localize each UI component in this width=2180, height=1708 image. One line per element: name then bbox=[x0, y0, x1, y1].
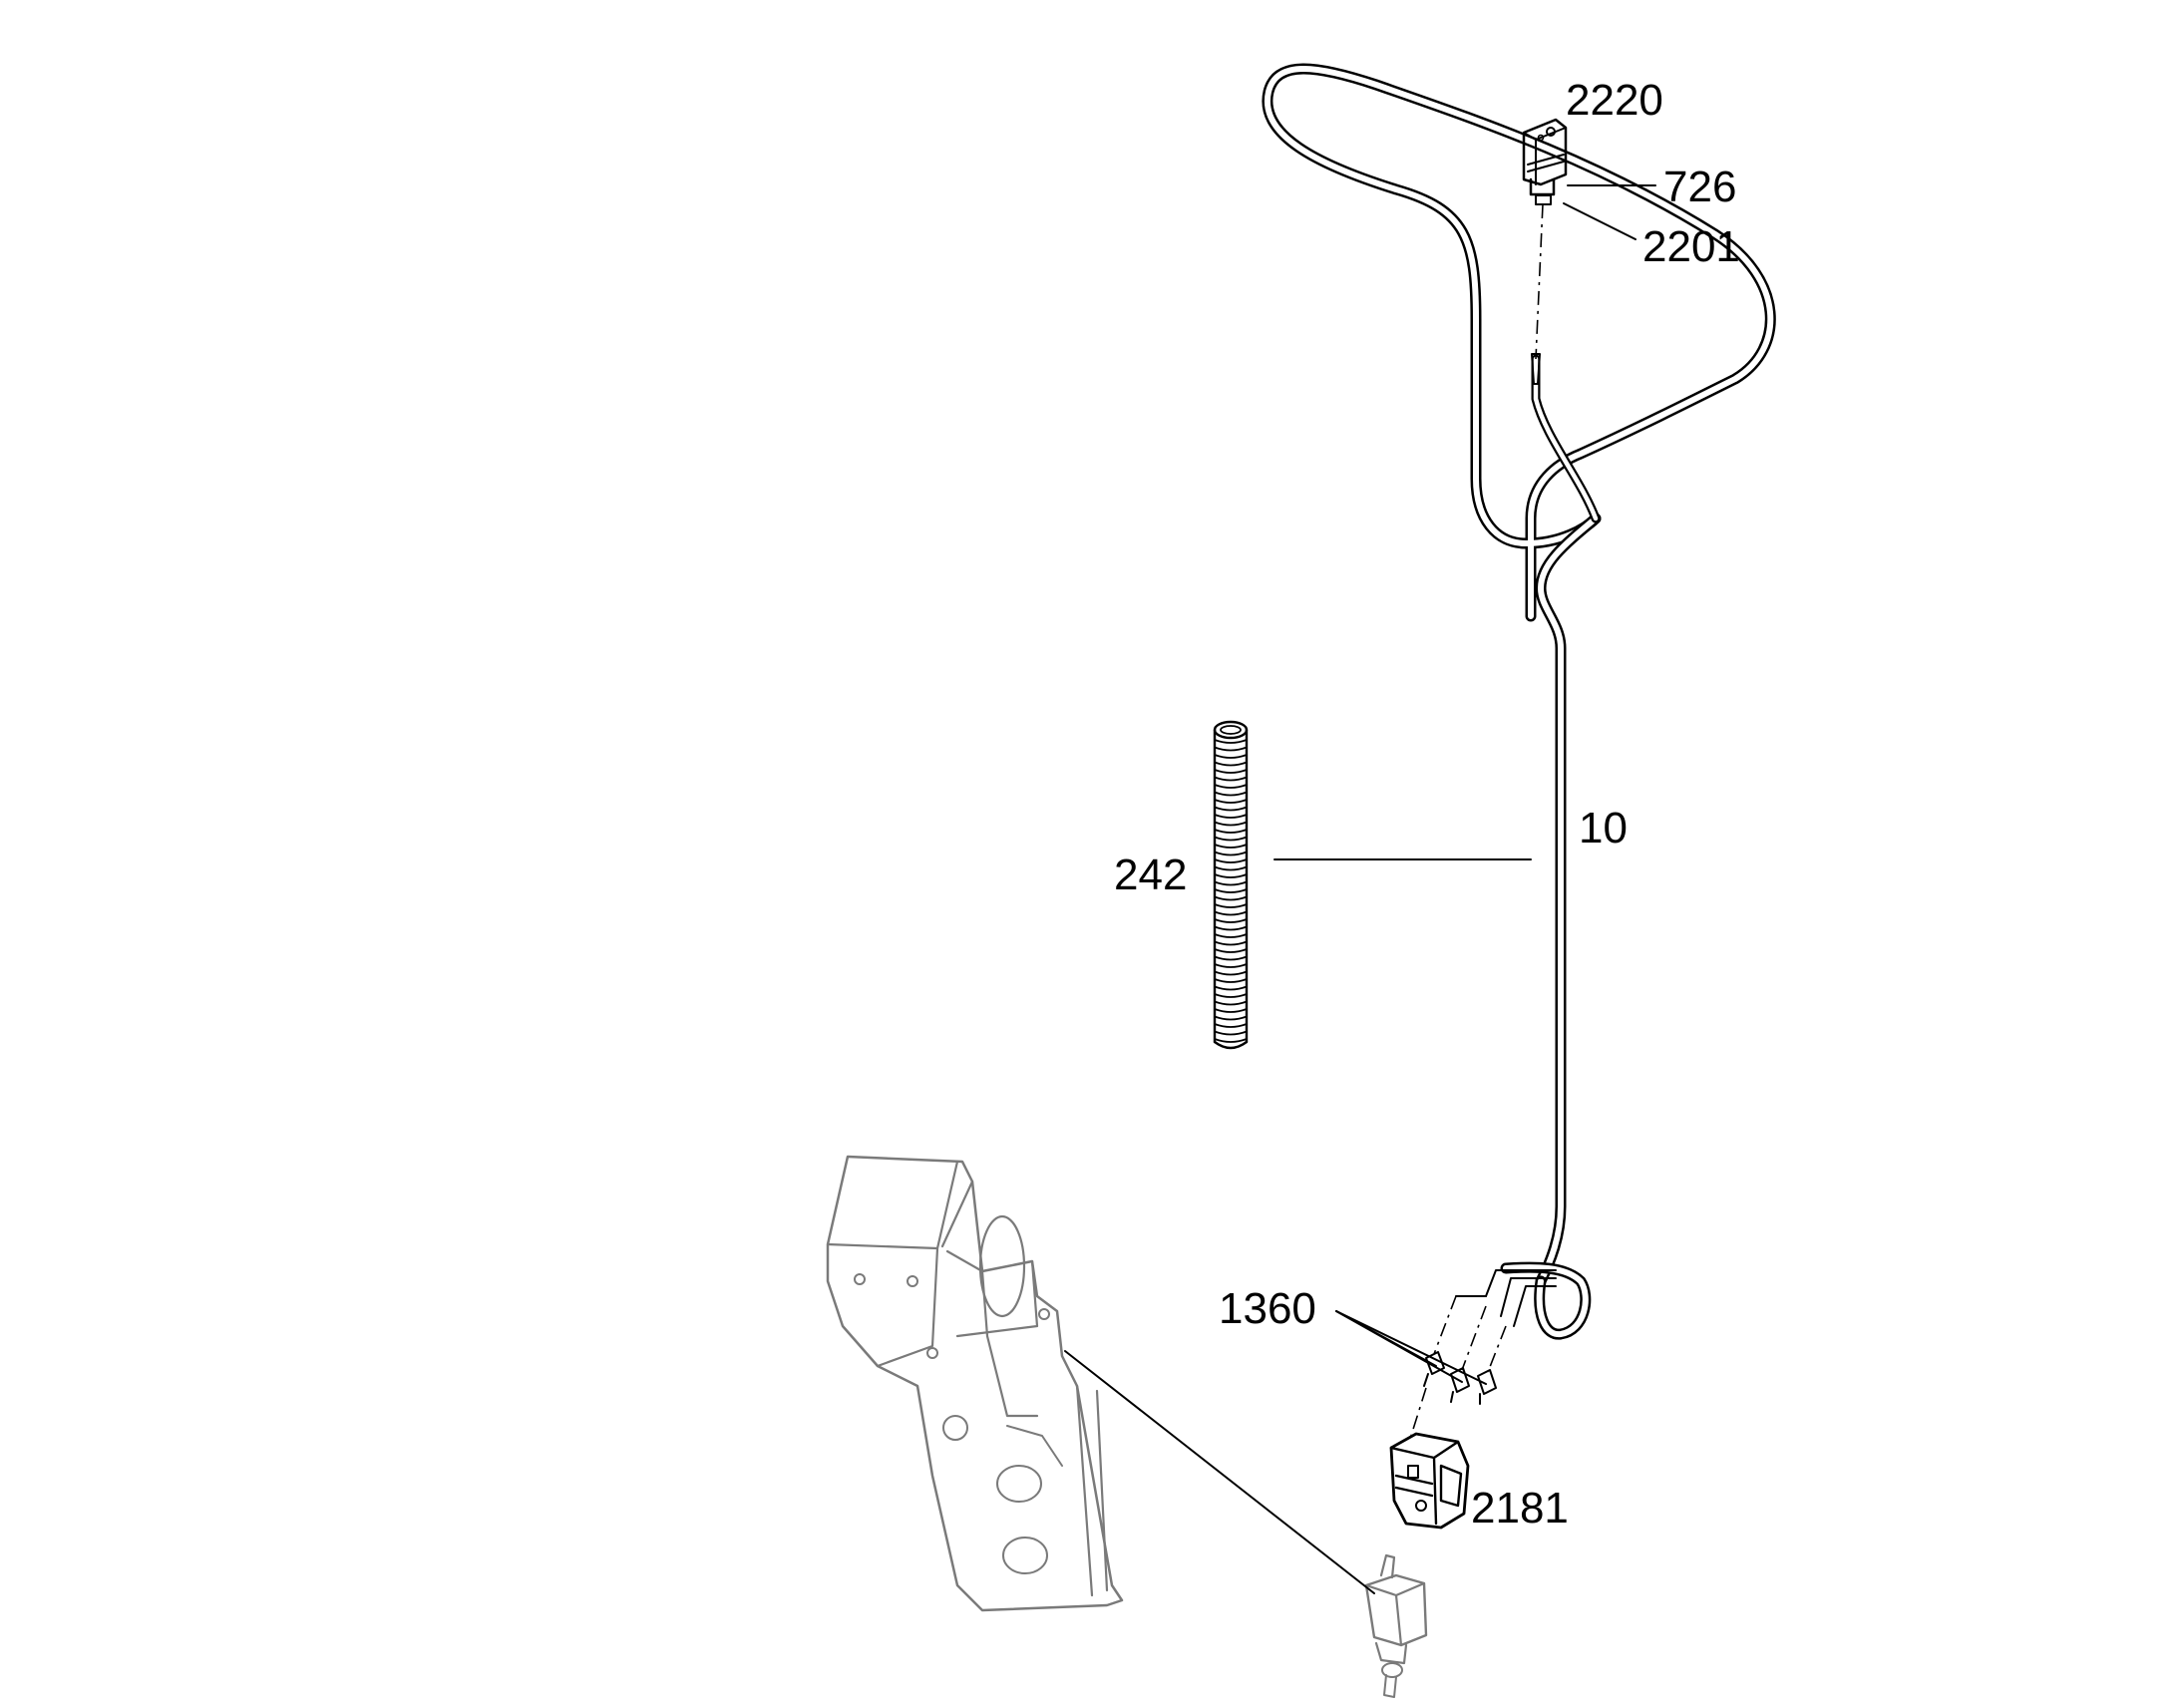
conduit-rib bbox=[1214, 761, 1248, 767]
conduit-rib bbox=[1214, 888, 1248, 893]
conduit-rib bbox=[1214, 1008, 1248, 1013]
conduit-rib bbox=[1214, 1038, 1248, 1043]
bottom-connector bbox=[1389, 1432, 1470, 1530]
conduit-bore bbox=[1220, 725, 1242, 735]
conduit-top-end bbox=[1213, 720, 1249, 740]
conduit-rib bbox=[1214, 865, 1248, 871]
callout-2220: 2220 bbox=[1566, 76, 1663, 125]
conduit-rib bbox=[1214, 814, 1248, 819]
conduit-rib bbox=[1214, 918, 1248, 923]
conduit-rib bbox=[1214, 821, 1248, 827]
callout-2181: 2181 bbox=[1471, 1484, 1569, 1533]
leader-lines bbox=[1064, 184, 1656, 1594]
callout-726: 726 bbox=[1663, 163, 1736, 211]
conduit-rib bbox=[1214, 784, 1248, 789]
conduit-rib bbox=[1214, 940, 1248, 946]
conduit-rib bbox=[1214, 806, 1248, 812]
conduit-rib bbox=[1214, 970, 1248, 976]
wire-harness bbox=[1262, 63, 1776, 1340]
conduit-rib bbox=[1214, 746, 1248, 752]
conduit-rib bbox=[1214, 1015, 1248, 1021]
pedal-bracket bbox=[826, 1155, 1124, 1612]
conduit-rib bbox=[1214, 858, 1248, 863]
conduit-rib bbox=[1214, 829, 1248, 834]
conduit-rib bbox=[1214, 993, 1248, 998]
conduit-outline bbox=[1213, 728, 1249, 1044]
conduit-bottom-end bbox=[1213, 1040, 1249, 1050]
conduit-rib bbox=[1214, 1023, 1248, 1028]
conduit-rib bbox=[1214, 1000, 1248, 1006]
conduit-rib bbox=[1214, 791, 1248, 797]
conduit-rib bbox=[1214, 955, 1248, 961]
conduit-rib bbox=[1214, 910, 1248, 916]
callout-10: 10 bbox=[1579, 804, 1628, 853]
conduit-rib bbox=[1214, 948, 1248, 953]
top-connector bbox=[1522, 118, 1568, 385]
conduit-rib bbox=[1214, 903, 1248, 908]
conduit-rib bbox=[1214, 925, 1248, 931]
callout-242: 242 bbox=[1114, 851, 1187, 899]
conduit-rib bbox=[1214, 754, 1248, 759]
conduit-rib bbox=[1214, 776, 1248, 782]
terminals-1360 bbox=[1410, 1295, 1507, 1437]
conduit-rib bbox=[1214, 963, 1248, 968]
conduit-rib bbox=[1214, 1030, 1248, 1036]
conduit-rib bbox=[1214, 895, 1248, 901]
switch bbox=[1364, 1553, 1428, 1698]
callout-2201: 2201 bbox=[1642, 222, 1740, 271]
conduit-rib bbox=[1214, 873, 1248, 878]
conduit-rib bbox=[1214, 799, 1248, 804]
conduit-rib bbox=[1214, 880, 1248, 886]
callout-1360: 1360 bbox=[1219, 1284, 1316, 1333]
conduit-rib bbox=[1214, 844, 1248, 849]
conduit-rib bbox=[1214, 851, 1248, 856]
conduit-rib bbox=[1214, 985, 1248, 991]
conduit-rib bbox=[1214, 933, 1248, 938]
conduit-rib bbox=[1214, 769, 1248, 774]
corrugated-conduit bbox=[1213, 720, 1249, 1050]
conduit-rib bbox=[1214, 978, 1248, 983]
conduit-rib bbox=[1214, 739, 1248, 744]
conduit-rib bbox=[1214, 836, 1248, 842]
